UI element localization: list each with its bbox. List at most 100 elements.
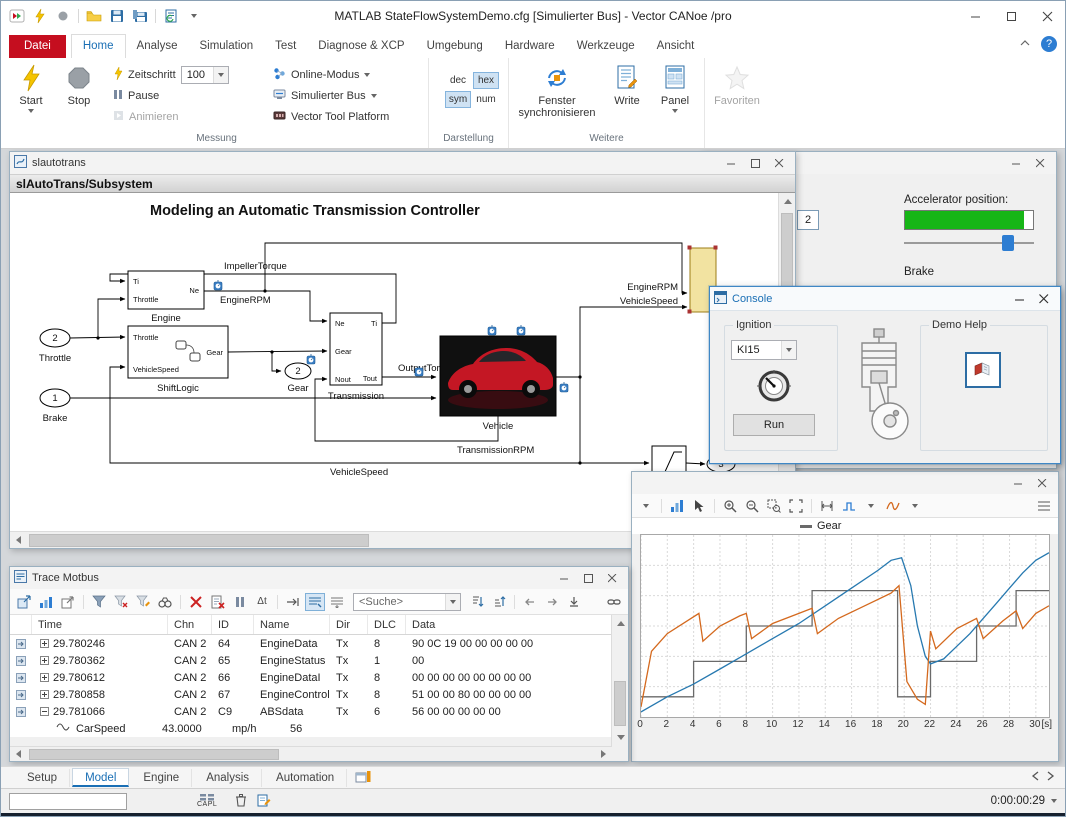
fenster-sync-button[interactable]: Fenster synchronisieren [511,58,603,119]
minimize-icon[interactable] [552,569,576,587]
run-button[interactable]: Run [733,414,815,436]
shiftlogic-block[interactable]: Throttle VehicleSpeed Gear ShiftLogic [127,325,229,394]
ignition-knob[interactable] [753,368,797,409]
trace-row[interactable]: 29.781066 CAN 2 C9 ABSdata Tx 6 56 00 00… [10,703,614,720]
pause-icon[interactable] [230,593,250,611]
link-icon[interactable] [604,593,624,611]
close-icon[interactable] [767,154,791,172]
scroll-up-icon[interactable] [779,193,796,210]
clear-doc-icon[interactable] [208,593,228,611]
column-header-dir[interactable]: Dir [330,615,368,634]
scroll-left-icon[interactable] [10,746,27,763]
tab-scroll-right-icon[interactable] [1047,771,1055,784]
signal-analog-dropdown-icon[interactable] [905,497,925,515]
hex-mode-button[interactable]: hex [473,72,499,89]
tab-test[interactable]: Test [275,40,297,52]
collapse-ribbon-icon[interactable] [1019,38,1031,50]
trace-titlebar[interactable]: Trace Motbus [10,567,628,589]
brake-inport[interactable]: 1 Brake [39,388,71,424]
toolbar-options-chevron-icon[interactable] [184,6,204,26]
delta-time-icon[interactable]: Δt [257,596,267,607]
scrollbar-thumb[interactable] [29,533,369,547]
tab-simulation[interactable]: Simulation [199,40,254,52]
scrollbar-thumb[interactable] [614,681,626,726]
collapse-icon[interactable] [40,707,49,716]
scroll-view-toggle-icon[interactable] [327,593,347,611]
detach-icon[interactable] [58,593,78,611]
zoom-in-icon[interactable] [720,497,740,515]
minimize-icon[interactable] [1006,474,1030,492]
minimize-icon[interactable] [957,1,993,31]
tab-model[interactable]: Model [72,768,130,787]
tab-werkzeuge[interactable]: Werkzeuge [576,40,635,52]
zeitschritt-combo[interactable]: 100 [180,65,229,84]
column-header-id[interactable]: ID [212,615,254,634]
dock-icon[interactable] [564,593,584,611]
maximize-icon[interactable] [743,154,767,172]
gear-outport[interactable]: 2 Gear [284,362,312,394]
minimize-icon[interactable] [719,154,743,172]
reload-config-icon[interactable] [161,6,181,26]
maximize-icon[interactable] [993,1,1029,31]
online-modus-dropdown-icon[interactable] [364,72,371,77]
start-button[interactable]: Start [7,58,55,113]
minimize-icon[interactable] [1004,154,1028,172]
start-dropdown-icon[interactable] [28,109,34,113]
signal-step-icon[interactable] [839,497,859,515]
close-icon[interactable] [1030,474,1054,492]
chart-type-icon[interactable] [667,497,687,515]
record-icon[interactable] [53,6,73,26]
zoom-region-icon[interactable] [764,497,784,515]
trace-signal-row[interactable]: CarSpeed 43.0000 mp/h 56 [10,720,614,737]
sym-mode-button[interactable]: sym [445,91,471,108]
horizontal-scrollbar[interactable] [10,746,612,761]
status-input[interactable] [9,792,127,810]
tab-analysis[interactable]: Analysis [194,768,263,787]
demo-help-book-button[interactable] [965,352,1001,388]
column-header-dlc[interactable]: DLC [368,615,406,634]
dec-mode-button[interactable]: dec [449,75,467,86]
zoom-out-icon[interactable] [742,497,762,515]
console-titlebar[interactable]: Console [710,287,1060,311]
filter-remove-icon[interactable] [111,593,131,611]
prev-icon[interactable] [520,593,540,611]
console-window[interactable]: Console Ignition KI15 Run [709,286,1061,464]
goto-time-icon[interactable] [283,593,303,611]
close-icon[interactable] [600,569,624,587]
scrollbar-thumb[interactable] [29,748,279,760]
expand-icon[interactable] [40,673,49,682]
scroll-down-icon[interactable] [612,729,629,746]
simulierter-bus-button[interactable]: Simulierter Bus [273,85,413,106]
close-icon[interactable] [1029,1,1065,31]
export-icon[interactable] [14,593,34,611]
column-header-data[interactable]: Data [412,618,436,631]
save-all-icon[interactable] [130,6,150,26]
throttle-inport[interactable]: 2 Throttle [39,328,71,364]
tab-hardware[interactable]: Hardware [504,40,555,52]
favoriten-button[interactable]: Favoriten [707,58,767,107]
combo-dropdown-icon[interactable] [212,66,228,83]
filter-edit-icon[interactable] [133,593,153,611]
pause-button[interactable]: Pause [113,85,263,106]
save-icon[interactable] [107,6,127,26]
cursor-icon[interactable] [689,497,709,515]
expand-icon[interactable] [40,639,49,648]
sort-newest-top-icon[interactable] [467,593,487,611]
slautotrans-window[interactable]: slautotrans slAutoTrans/Subsystem Model [9,151,796,549]
tab-scroll-left-icon[interactable] [1031,771,1039,784]
ignition-combo[interactable]: KI15 [731,340,797,360]
vertical-scrollbar[interactable] [611,615,628,746]
animieren-button[interactable]: Animieren [113,106,263,127]
trace-search-combo[interactable]: <Suche> [353,592,461,611]
tab-engine[interactable]: Engine [131,768,193,787]
vehicle-block[interactable]: Vehicle [439,335,557,432]
tab-diagnose-xcp[interactable]: Diagnose & XCP [318,40,405,52]
trace-row[interactable]: 29.780246 CAN 2 64 EngineData Tx 8 90 0C… [10,635,614,652]
online-modus-button[interactable]: Online-Modus [273,64,413,85]
trace-row[interactable]: 29.780362 CAN 2 65 EngineStatus Tx 1 00 [10,652,614,669]
new-desktop-icon[interactable] [355,770,371,786]
fixed-view-toggle-icon[interactable] [305,592,325,611]
maximize-icon[interactable] [576,569,600,587]
help-icon[interactable]: ? [1041,36,1057,52]
